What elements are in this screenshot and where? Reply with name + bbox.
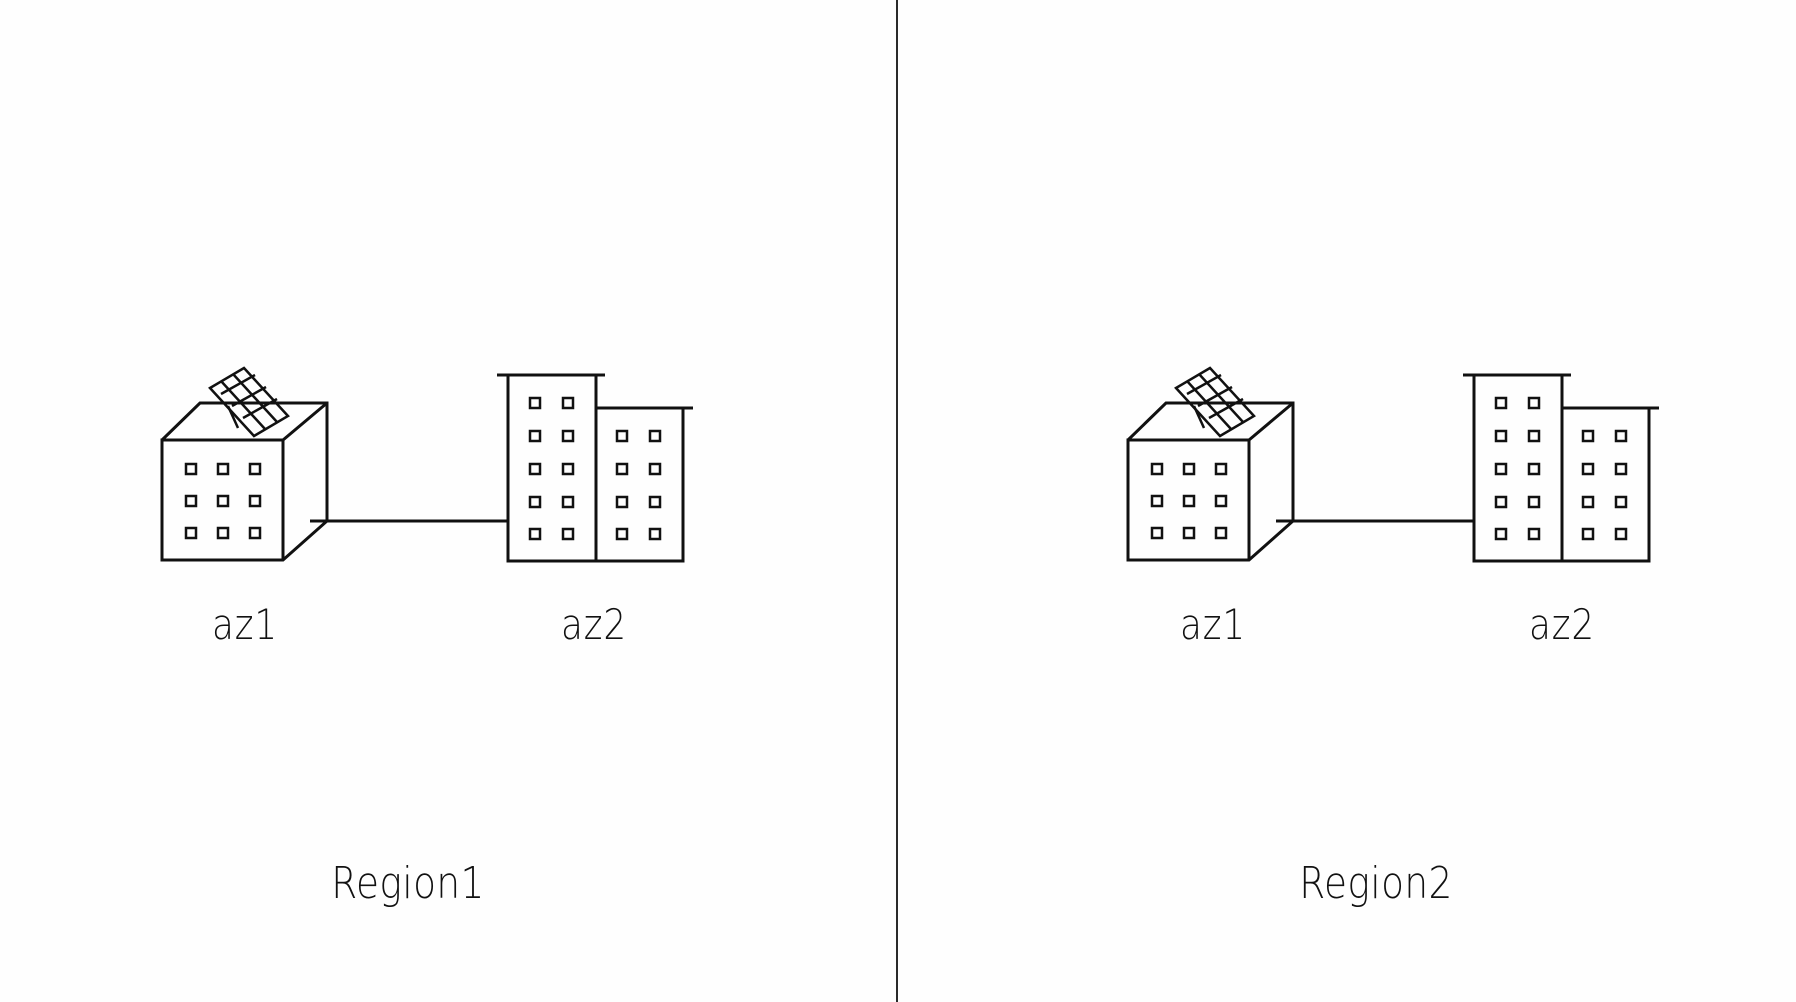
az1-building-icon bbox=[160, 366, 329, 562]
region-divider bbox=[896, 0, 898, 1002]
az1-label: az1 bbox=[212, 600, 278, 649]
region-2-label: Region2 bbox=[1299, 858, 1453, 909]
az1-building-icon bbox=[1126, 366, 1295, 562]
az1-label: az1 bbox=[1180, 600, 1246, 649]
solar-panel-icon bbox=[1174, 366, 1256, 438]
region-2-panel: az1 az2 Region2 bbox=[968, 0, 1796, 1002]
region-1-diagram bbox=[160, 366, 693, 563]
region-2-diagram bbox=[1126, 366, 1659, 563]
az2-label: az2 bbox=[561, 600, 627, 649]
solar-panel-icon bbox=[208, 366, 290, 438]
az2-building-icon bbox=[1463, 373, 1659, 563]
az2-label: az2 bbox=[1529, 600, 1595, 649]
region-1-panel: az1 az2 Region1 bbox=[0, 0, 896, 1002]
az2-building-icon bbox=[497, 373, 693, 563]
region-1-label: Region1 bbox=[331, 858, 485, 909]
